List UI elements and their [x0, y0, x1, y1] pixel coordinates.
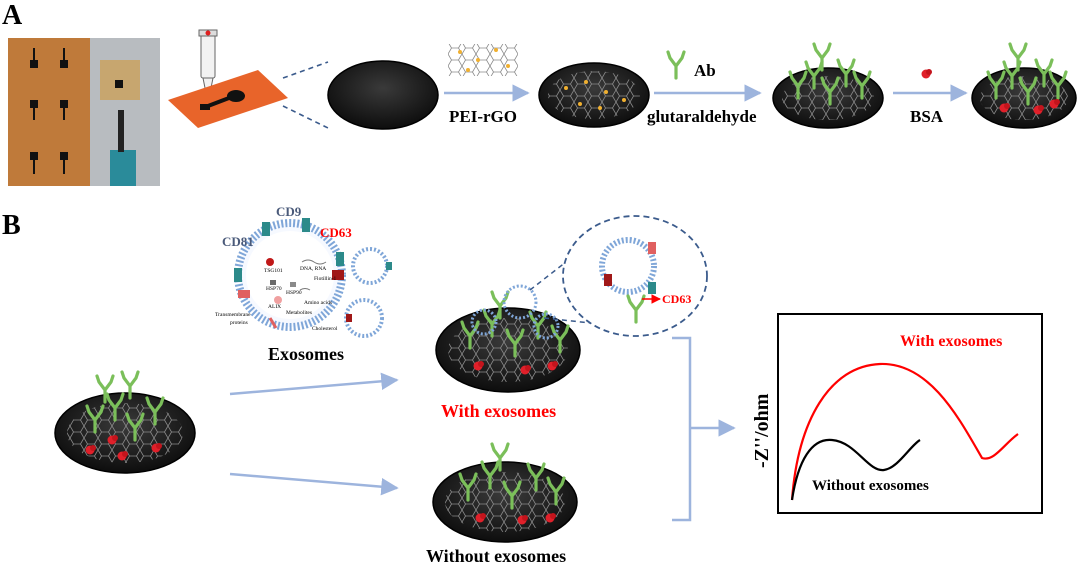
exo-proteins: proteins [230, 320, 248, 326]
sensor-disk-without-exosomes [432, 442, 578, 543]
zoom-line-bottom [282, 105, 329, 129]
exo-transmembrane: Transmembrane [215, 312, 251, 318]
panel-a-label: A [2, 0, 23, 31]
result-bracket [672, 336, 692, 522]
plot-with-label: With exosomes [900, 333, 1002, 350]
antibody-icon [666, 50, 686, 80]
exo-cd63: CD63 [320, 225, 352, 240]
sensor-disk-initial [54, 370, 196, 474]
exo-dna-rna: DNA, RNA [300, 266, 326, 272]
plot-frame [777, 313, 1043, 514]
label-bsa: BSA [910, 107, 944, 126]
electrode-antibody-disk [772, 42, 884, 129]
exo-alix: ALIX [268, 304, 281, 310]
eis-plot: -Z''/ohm With exosomes Without exosomes [751, 313, 1043, 514]
curve-with-exosomes [790, 362, 1019, 501]
label-with-exosomes: With exosomes [441, 401, 556, 421]
label-without-exosomes: Without exosomes [426, 546, 566, 566]
zoom-circle [562, 215, 708, 337]
zoom-line-top [282, 61, 329, 79]
bsa-icon [921, 69, 932, 79]
plot-without-label: Without exosomes [812, 478, 929, 494]
sensor-disk-with-exosomes [435, 284, 581, 393]
small-exosomes [344, 247, 392, 338]
exo-tsg101: TSG101 [264, 268, 283, 274]
label-ab: Ab [694, 61, 716, 80]
exosomes-title: Exosomes [268, 344, 344, 364]
exo-hsp70: HSP70 [266, 286, 282, 292]
exosome-diagram [234, 218, 346, 331]
panel-b-label: B [2, 210, 21, 241]
screen-printed-electrode [168, 70, 288, 128]
exo-cholesterol: Cholesterol [312, 326, 338, 332]
exo-metabolites: Metabolites [286, 310, 312, 316]
exo-cd81: CD81 [222, 234, 254, 249]
exo-hsp90: HSP90 [286, 290, 302, 296]
electrode-rgo-disk [538, 62, 650, 128]
exo-flotillin: Flotillin-1 [314, 276, 337, 282]
zoom-cd63-label: CD63 [662, 292, 691, 306]
label-glutaraldehyde: glutaraldehyde [647, 107, 757, 126]
exo-amino-acids: Amino acids [304, 300, 332, 306]
electrode-photo [8, 38, 160, 186]
exo-cd9: CD9 [276, 204, 302, 219]
electrode-bsa-disk [971, 42, 1077, 129]
zoom-dash-1 [529, 261, 567, 291]
graphene-sheet-icon [448, 44, 518, 76]
bare-electrode-disk [327, 60, 439, 130]
arrow-to-without [229, 472, 399, 496]
arrow-to-with [229, 372, 399, 396]
curve-without-exosomes [790, 438, 921, 501]
plot-ylabel: -Z''/ohm [751, 393, 773, 468]
label-pei-rgo: PEI-rGO [449, 107, 517, 126]
